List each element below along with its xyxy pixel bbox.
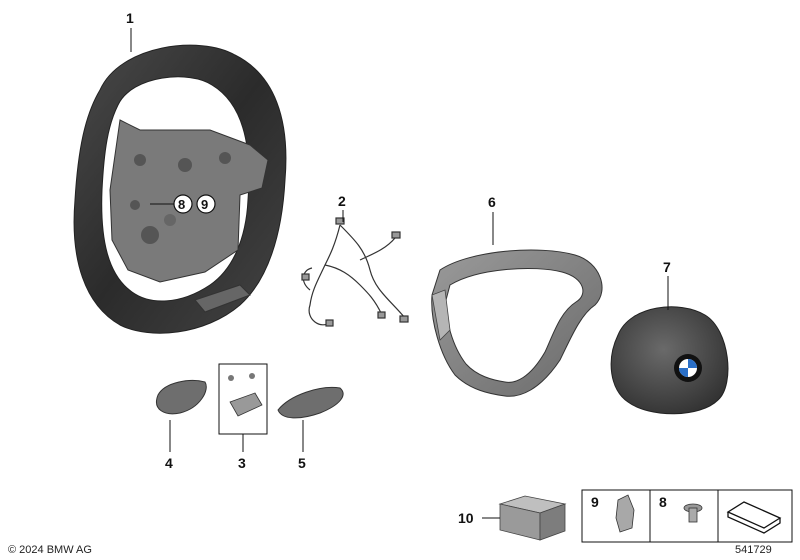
clip-icon bbox=[615, 494, 635, 533]
legend-label-8: 8 bbox=[659, 494, 667, 510]
callout-2: 2 bbox=[338, 193, 346, 209]
diagram-number: 541729 bbox=[735, 544, 772, 556]
legend-label-9: 9 bbox=[591, 494, 599, 510]
callout-5: 5 bbox=[298, 455, 306, 471]
switch-module-icon bbox=[228, 373, 263, 417]
diagram-symbol-icon bbox=[726, 501, 782, 534]
svg-text:9: 9 bbox=[201, 197, 208, 212]
wiring-harness-icon bbox=[301, 217, 409, 327]
trim-frame-icon bbox=[431, 249, 603, 397]
callout-7: 7 bbox=[663, 259, 671, 275]
callout-1: 1 bbox=[126, 10, 134, 26]
copyright-text: © 2024 BMW AG bbox=[8, 544, 92, 556]
callout-10: 10 bbox=[458, 510, 474, 526]
block-icon bbox=[498, 495, 567, 541]
legend-box-symbol bbox=[717, 489, 793, 543]
steering-wheel-icon bbox=[73, 44, 287, 334]
airbag-module-icon bbox=[610, 306, 729, 415]
screw-icon bbox=[683, 503, 703, 523]
wheel-callout-8: 8 bbox=[173, 194, 193, 214]
trim-cover-4-icon bbox=[156, 380, 207, 415]
callout-6: 6 bbox=[488, 194, 496, 210]
callout-4: 4 bbox=[165, 455, 173, 471]
callout-3: 3 bbox=[238, 455, 246, 471]
svg-text:8: 8 bbox=[178, 197, 185, 212]
bmw-logo-icon bbox=[674, 354, 702, 382]
trim-cover-5-icon bbox=[277, 386, 344, 419]
wheel-callout-9: 9 bbox=[196, 194, 216, 214]
